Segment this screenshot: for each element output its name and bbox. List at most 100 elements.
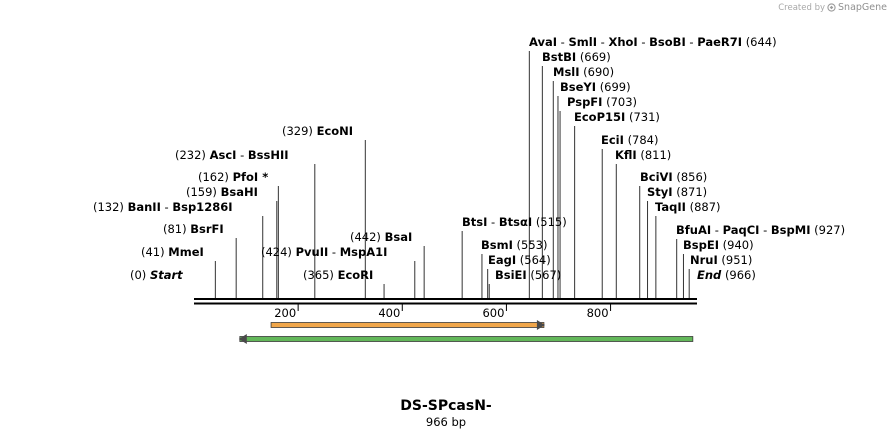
site-label[interactable]: KflI (811): [615, 148, 671, 162]
site-position: (0): [130, 268, 146, 282]
site-position: (365): [303, 268, 334, 282]
site-position: (927): [814, 223, 845, 237]
enzyme-name[interactable]: MmeI: [168, 245, 204, 259]
site-label[interactable]: BspEI (940): [683, 238, 754, 252]
enzyme-name[interactable]: BsiEI: [495, 268, 527, 282]
site-label[interactable]: BsiEI (567): [495, 268, 561, 282]
enzyme-name[interactable]: EciI: [601, 133, 624, 147]
site-label[interactable]: AvaI - SmlI - XhoI - BsoBI - PaeR7I (644…: [529, 35, 777, 49]
site-position: (232): [175, 148, 206, 162]
enzyme-name[interactable]: BstBI: [542, 50, 576, 64]
site-label[interactable]: EciI (784): [601, 133, 659, 147]
enzyme-name[interactable]: PspFI: [567, 95, 602, 109]
feature-arrow[interactable]: [238, 334, 694, 344]
enzyme-name[interactable]: BsmI: [481, 238, 513, 252]
site-label[interactable]: BseYI (699): [560, 80, 631, 94]
site-position: (424): [261, 245, 292, 259]
sequence-length: 966 bp: [425, 415, 467, 429]
site-label[interactable]: (81) BsrFI: [163, 222, 224, 236]
site-label[interactable]: (162) PfoI *: [198, 170, 268, 184]
primer-feature[interactable]: [270, 320, 545, 330]
site-label[interactable]: BtsI - BtsαI (515): [462, 215, 567, 229]
site-label[interactable]: StyI (871): [647, 185, 707, 199]
enzyme-name[interactable]: PvuII: [296, 245, 329, 259]
site-label[interactable]: EcoP15I (731): [574, 110, 660, 124]
site-label[interactable]: EagI (564): [488, 253, 551, 267]
enzyme-name[interactable]: BsoBI: [649, 35, 686, 49]
enzyme-name[interactable]: AscI: [210, 148, 237, 162]
site-position: (669): [580, 50, 611, 64]
site-position: (81): [163, 222, 187, 236]
enzyme-name[interactable]: PaqCI: [723, 223, 760, 237]
enzyme-name[interactable]: EagI: [488, 253, 516, 267]
enzyme-name[interactable]: EcoP15I: [574, 110, 625, 124]
ruler-label: 200: [274, 306, 296, 320]
sequence-name: DS-SPcasN-: [400, 398, 492, 414]
enzyme-name[interactable]: MspA1I: [340, 245, 388, 259]
name-separator: -: [597, 35, 608, 49]
site-position: (856): [676, 170, 707, 184]
site-label[interactable]: BciVI (856): [640, 170, 707, 184]
enzyme-name[interactable]: BciVI: [640, 170, 673, 184]
enzyme-name[interactable]: BspMI: [771, 223, 811, 237]
site-label[interactable]: End (966): [697, 268, 756, 282]
site-position: (811): [640, 148, 671, 162]
enzyme-name[interactable]: BanII: [128, 200, 161, 214]
enzyme-name[interactable]: StyI: [647, 185, 673, 199]
enzyme-name[interactable]: BssHII: [248, 148, 289, 162]
site-position: (703): [606, 95, 637, 109]
site-label[interactable]: (0) Start: [130, 268, 183, 282]
site-position: (329): [282, 124, 313, 138]
site-label[interactable]: (442) BsaI: [350, 230, 412, 244]
enzyme-name[interactable]: KflI: [615, 148, 637, 162]
enzyme-name[interactable]: BseYI: [560, 80, 596, 94]
sequence-title-block: DS-SPcasN- 966 bp: [0, 398, 892, 429]
site-label[interactable]: BfuAI - PaqCI - BspMI (927): [676, 223, 845, 237]
enzyme-name[interactable]: NruI: [690, 253, 718, 267]
enzyme-name[interactable]: XhoI: [608, 35, 637, 49]
enzyme-name[interactable]: BtsI: [462, 215, 487, 229]
enzyme-name[interactable]: AvaI: [529, 35, 557, 49]
site-position: (515): [536, 215, 567, 229]
enzyme-name[interactable]: BsaI: [385, 230, 413, 244]
enzyme-name[interactable]: BfuAI: [676, 223, 711, 237]
enzyme-name[interactable]: BspEI: [683, 238, 719, 252]
enzyme-name[interactable]: BtsαI: [499, 215, 532, 229]
enzyme-name[interactable]: Bsp1286I: [172, 200, 232, 214]
enzyme-name[interactable]: EcoNI: [317, 124, 353, 138]
features: [238, 320, 694, 344]
site-label[interactable]: (41) MmeI: [141, 245, 204, 259]
site-label[interactable]: (424) PvuII - MspA1I: [261, 245, 387, 259]
enzyme-name[interactable]: SmlI: [569, 35, 598, 49]
site-label[interactable]: BsmI (553): [481, 238, 547, 252]
enzyme-name[interactable]: TaqII: [655, 200, 686, 214]
snapgene-credit: Created by SnapGene: [778, 2, 887, 13]
site-label[interactable]: (159) BsaHI: [186, 185, 258, 199]
ruler-label: 600: [482, 306, 504, 320]
enzyme-name[interactable]: MslI: [553, 65, 580, 79]
site-label[interactable]: TaqII (887): [655, 200, 721, 214]
site-label[interactable]: MslI (690): [553, 65, 614, 79]
enzyme-name[interactable]: EcoRI: [338, 268, 374, 282]
name-separator: -: [759, 223, 770, 237]
sequence-backbone: [194, 298, 697, 305]
enzyme-name[interactable]: Start: [150, 268, 183, 282]
site-label[interactable]: (132) BanII - Bsp1286I: [93, 200, 232, 214]
site-label[interactable]: (329) EcoNI: [282, 124, 353, 138]
site-label[interactable]: (365) EcoRI: [303, 268, 373, 282]
site-label[interactable]: BstBI (669): [542, 50, 611, 64]
site-position: (784): [628, 133, 659, 147]
ruler-label: 400: [378, 306, 400, 320]
site-labels: (0) Start (41) MmeI (81) BsrFI (132) BanII …: [93, 35, 845, 282]
site-position: (162): [198, 170, 229, 184]
enzyme-name[interactable]: PaeR7I: [697, 35, 742, 49]
credit-prefix: Created by: [778, 2, 826, 13]
enzyme-name[interactable]: BsrFI: [190, 222, 223, 236]
site-label[interactable]: (232) AscI - BssHII: [175, 148, 289, 162]
enzyme-name[interactable]: PfoI *: [233, 170, 269, 184]
site-label[interactable]: PspFI (703): [567, 95, 637, 109]
enzyme-name[interactable]: BsaHI: [221, 185, 258, 199]
enzyme-name[interactable]: End: [697, 268, 722, 282]
name-separator: -: [236, 148, 247, 162]
site-label[interactable]: NruI (951): [690, 253, 752, 267]
